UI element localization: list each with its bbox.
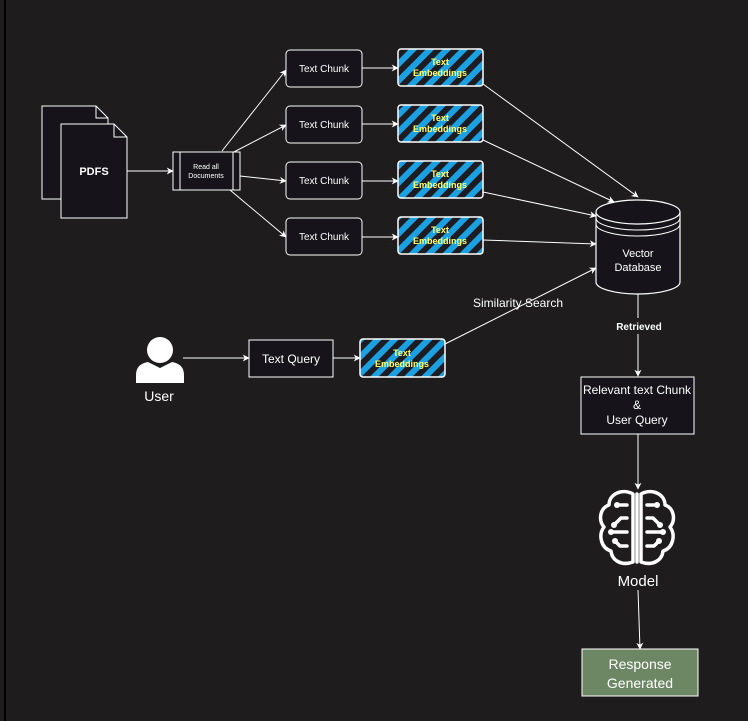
embedding-label-line2: Embeddings (413, 124, 467, 134)
embedding-label-line1: Text (431, 57, 449, 67)
arrow-embed-1-to-db (482, 83, 639, 198)
text-chunk-3[interactable]: Text Chunk (285, 161, 363, 200)
chunk-label: Text Chunk (299, 64, 350, 75)
embedding-label-line2: Embeddings (413, 68, 467, 78)
embedding-label-line1: Text (393, 348, 411, 358)
cylinder-ring (595, 217, 681, 231)
arrow-reader-to-chunk-3 (239, 175, 287, 184)
relevant-chunk-box[interactable]: Relevant text Chunk & User Query (580, 376, 695, 435)
retrieved-label-bg (611, 318, 667, 334)
arrow-reader-to-chunk-1 (221, 69, 287, 152)
pdfs-label: PDFS (79, 166, 108, 178)
similarity-search-label: Similarity Search (473, 296, 563, 310)
embedding-box (397, 104, 484, 143)
user-actor[interactable]: User (136, 337, 184, 404)
connectors (127, 64, 644, 650)
cylinder-body (595, 212, 681, 295)
arrow-model-to-response (636, 589, 644, 650)
text-query-label: Text Query (262, 352, 320, 366)
document-fold (113, 124, 127, 138)
user-icon-body (136, 362, 184, 383)
embedding-box (397, 216, 484, 255)
model-label: Model (618, 573, 659, 590)
embedding-label-line2: Embeddings (413, 180, 467, 190)
document-fold (95, 106, 108, 119)
response-generated-box[interactable]: Response Generated (581, 648, 699, 697)
text-chunk-2[interactable]: Text Chunk (285, 105, 363, 144)
relevant-label-line1: Relevant text Chunk (583, 383, 692, 397)
text-embedding-2[interactable]: Text Embeddings (397, 104, 484, 143)
query-embedding[interactable]: Text Embeddings (359, 338, 446, 378)
text-chunk-1[interactable]: Text Chunk (285, 49, 363, 88)
chunk-label: Text Chunk (299, 232, 350, 243)
relevant-label-line2: & (633, 398, 641, 412)
embedding-label-line2: Embeddings (375, 359, 429, 369)
response-label-line2: Generated (607, 675, 673, 691)
retrieved-label: Retrieved (616, 322, 662, 333)
text-embedding-4[interactable]: Text Embeddings (397, 216, 484, 255)
embedding-label-line1: Text (431, 225, 449, 235)
query-box (248, 339, 334, 378)
chunk-box (285, 217, 363, 256)
embedding-box (359, 338, 446, 378)
chunk-box (285, 49, 363, 88)
reader-label-line1: Read all (193, 164, 219, 171)
chunk-box (285, 161, 363, 200)
model-node[interactable]: Model (598, 489, 676, 590)
embedding-box (397, 160, 484, 199)
text-query-box[interactable]: Text Query (248, 339, 334, 378)
arrow-query-embed-to-db (444, 267, 597, 345)
pdfs-document-stack: PDFS (41, 105, 128, 219)
cylinder-top (595, 199, 681, 225)
embedding-label-line1: Text (431, 113, 449, 123)
relevant-label-line3: User Query (606, 413, 667, 427)
arrow-embed-3-to-db (482, 191, 597, 219)
relevant-box (580, 376, 695, 435)
arrow-reader-to-chunk-4 (229, 189, 287, 238)
user-icon (147, 337, 173, 363)
vector-database[interactable]: Vector Database (595, 199, 681, 295)
response-box (581, 648, 699, 697)
document-icon (60, 123, 128, 219)
text-chunk-4[interactable]: Text Chunk (285, 217, 363, 256)
text-embedding-1[interactable]: Text Embeddings (397, 48, 484, 87)
chunk-box (285, 105, 363, 144)
cylinder-ring (595, 223, 681, 237)
reader-label-line2: Documents (188, 173, 224, 180)
brain-circuit-nodes (608, 502, 666, 544)
database-label-line1: Vector (622, 248, 654, 260)
arrow-reader-to-chunk-2 (229, 124, 287, 155)
read-documents-process[interactable]: Read all Documents (172, 151, 241, 191)
arrow-embed-2-to-db (482, 139, 615, 203)
text-embedding-3[interactable]: Text Embeddings (397, 160, 484, 199)
database-label-line2: Database (614, 262, 661, 274)
process-box (172, 151, 241, 191)
embedding-label-line2: Embeddings (413, 236, 467, 246)
chunk-label: Text Chunk (299, 176, 350, 187)
arrow-embed-4-to-db (482, 239, 597, 248)
embedding-box (397, 48, 484, 87)
brain-circuit-icon (598, 489, 676, 566)
response-label-line1: Response (608, 656, 671, 672)
embedding-label-line1: Text (431, 169, 449, 179)
chunk-label: Text Chunk (299, 120, 350, 131)
user-label: User (144, 388, 174, 404)
